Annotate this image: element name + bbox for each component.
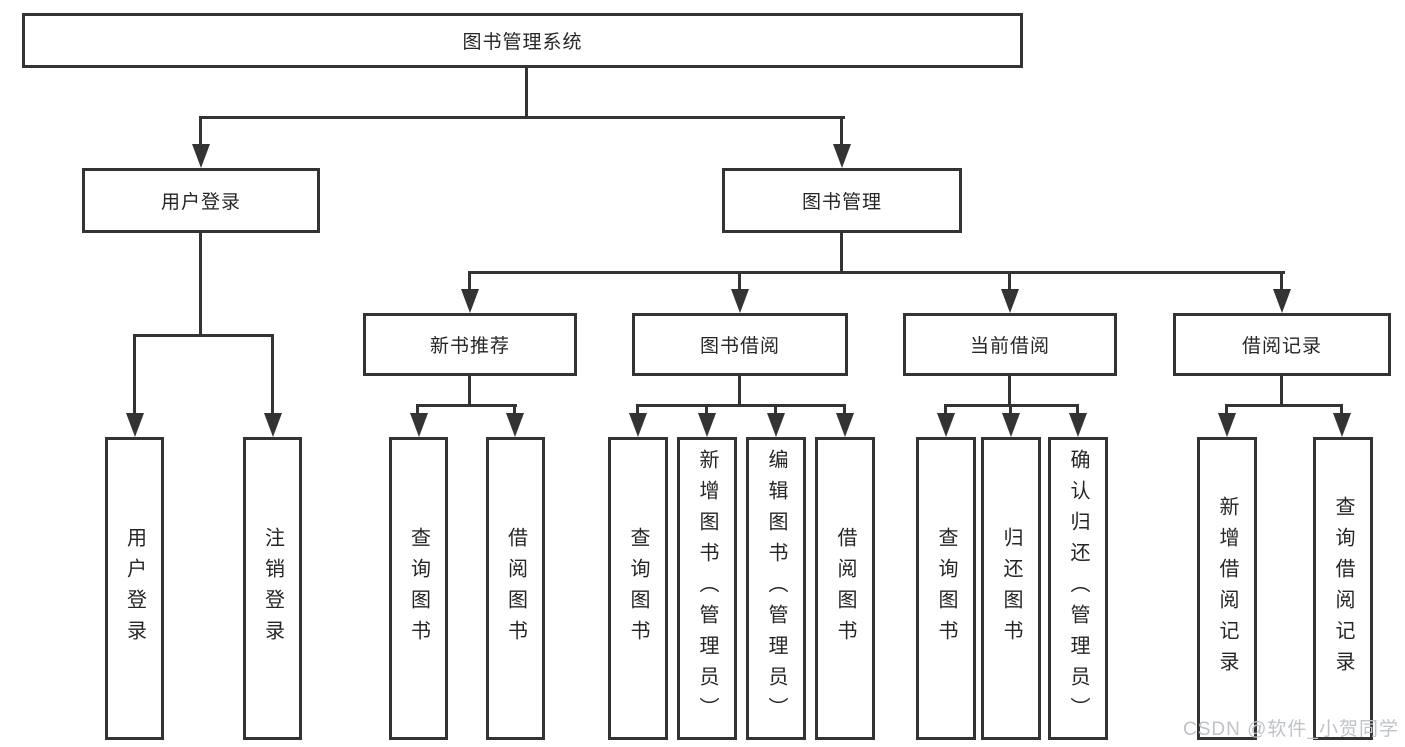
arrowhead-leaf bbox=[1069, 413, 1087, 437]
connector-l2-branch bbox=[468, 271, 1285, 274]
leaf-user-login-label: 用户登录 bbox=[123, 526, 146, 651]
node-new-book-recommend-label: 新书推荐 bbox=[429, 336, 510, 357]
connector-leaf-shaft bbox=[1225, 404, 1228, 418]
connector-leaf-shaft bbox=[416, 404, 419, 418]
leaf-return-book-label: 归还图书 bbox=[1000, 526, 1022, 651]
connector-leaf-shaft bbox=[1076, 404, 1079, 418]
node-root: 图书管理系统 bbox=[22, 13, 1023, 68]
arrowhead-new-book-recommend bbox=[461, 289, 479, 313]
arrowhead-borrow-records bbox=[1273, 289, 1291, 313]
connector-stub bbox=[468, 376, 471, 406]
leaf-borrow-books: 借阅图书 bbox=[815, 437, 875, 740]
connector-leaf-shaft bbox=[133, 334, 136, 418]
arrowhead-leaf bbox=[698, 413, 716, 437]
leaf-add-book-admin: 新增图书（管理员） bbox=[677, 437, 737, 740]
node-current-borrow: 当前借阅 bbox=[903, 313, 1117, 376]
leaf-edit-book-admin-label: 编辑图书（管理员） bbox=[765, 449, 787, 728]
arrowhead-leaf bbox=[767, 413, 785, 437]
leaf-borrow-books-label: 借阅图书 bbox=[834, 526, 856, 651]
leaf-query-books-recommend: 查询图书 bbox=[389, 437, 448, 740]
arrowhead-leaf bbox=[410, 413, 428, 437]
connector-user-login-split bbox=[133, 334, 274, 337]
node-book-borrow-label: 图书借阅 bbox=[699, 336, 780, 357]
connector-l2-shaft bbox=[1008, 271, 1011, 295]
leaf-add-book-admin-label: 新增图书（管理员） bbox=[696, 449, 718, 728]
connector-leaf-shaft bbox=[513, 404, 516, 418]
connector-l2-shaft bbox=[738, 271, 741, 295]
leaf-query-books-borrow: 查询图书 bbox=[608, 437, 668, 740]
leaf-logout-label: 注销登录 bbox=[261, 526, 284, 651]
arrowhead-current-borrow bbox=[1001, 289, 1019, 313]
arrowhead-leaf bbox=[506, 413, 524, 437]
connector-stub bbox=[1008, 376, 1011, 406]
connector-leaf-shaft bbox=[705, 404, 708, 418]
connector-l2-shaft bbox=[468, 271, 471, 295]
arrowhead-leaf bbox=[126, 413, 144, 437]
arrowhead-leaf bbox=[629, 413, 647, 437]
connector-leaf-shaft bbox=[636, 404, 639, 418]
node-book-management-label: 图书管理 bbox=[801, 192, 882, 213]
connector-book-management-stub bbox=[840, 233, 843, 274]
leaf-confirm-return-admin-label: 确认归还（管理员） bbox=[1067, 449, 1089, 728]
connector-user-login-stub bbox=[199, 233, 202, 336]
arrowhead-leaf bbox=[937, 413, 955, 437]
arrowhead-user-login bbox=[192, 144, 210, 168]
leaf-user-login: 用户登录 bbox=[105, 437, 164, 740]
arrowhead-leaf bbox=[1218, 413, 1236, 437]
leaf-query-books-borrow-label: 查询图书 bbox=[627, 526, 649, 651]
arrowhead-book-management bbox=[833, 144, 851, 168]
connector-l1-left-shaft bbox=[199, 116, 202, 150]
connector-split bbox=[1225, 404, 1343, 407]
connector-leaf-shaft bbox=[1340, 404, 1343, 418]
node-borrow-records-label: 借阅记录 bbox=[1241, 336, 1322, 357]
node-book-borrow: 图书借阅 bbox=[632, 313, 848, 376]
connector-leaf-shaft bbox=[1009, 404, 1012, 418]
leaf-add-borrow-record-label: 新增借阅记录 bbox=[1216, 495, 1238, 682]
leaf-query-borrow-record: 查询借阅记录 bbox=[1313, 437, 1373, 740]
leaf-edit-book-admin: 编辑图书（管理员） bbox=[746, 437, 806, 740]
leaf-add-borrow-record: 新增借阅记录 bbox=[1197, 437, 1257, 740]
leaf-confirm-return-admin: 确认归还（管理员） bbox=[1048, 437, 1108, 740]
arrowhead-leaf bbox=[1333, 413, 1351, 437]
leaf-query-books-current-label: 查询图书 bbox=[935, 526, 957, 651]
leaf-borrow-books-recommend-label: 借阅图书 bbox=[504, 526, 527, 651]
arrowhead-leaf bbox=[264, 413, 282, 437]
leaf-logout: 注销登录 bbox=[243, 437, 302, 740]
connector-l1-branch bbox=[199, 116, 845, 119]
connector-stub bbox=[1280, 376, 1283, 406]
connector-root-stub bbox=[525, 68, 528, 117]
node-borrow-records: 借阅记录 bbox=[1173, 313, 1391, 376]
node-book-management: 图书管理 bbox=[722, 168, 962, 233]
connector-l1-right-shaft bbox=[840, 116, 843, 150]
node-user-login-label: 用户登录 bbox=[160, 192, 241, 213]
connector-leaf-shaft bbox=[843, 404, 846, 418]
leaf-borrow-books-recommend: 借阅图书 bbox=[486, 437, 545, 740]
connector-l2-shaft bbox=[1280, 271, 1283, 295]
arrowhead-leaf bbox=[1002, 413, 1020, 437]
node-user-login: 用户登录 bbox=[82, 168, 320, 233]
connector-leaf-shaft bbox=[944, 404, 947, 418]
connector-split bbox=[416, 404, 517, 407]
node-root-label: 图书管理系统 bbox=[462, 32, 583, 53]
watermark: CSDN @软件_小贺同学 bbox=[1183, 719, 1399, 740]
arrowhead-leaf bbox=[836, 413, 854, 437]
connector-stub bbox=[738, 376, 741, 406]
node-new-book-recommend: 新书推荐 bbox=[363, 313, 577, 376]
arrowhead-book-borrow bbox=[731, 289, 749, 313]
leaf-query-books-current: 查询图书 bbox=[916, 437, 976, 740]
connector-leaf-shaft bbox=[774, 404, 777, 418]
leaf-query-books-recommend-label: 查询图书 bbox=[407, 526, 430, 651]
node-current-borrow-label: 当前借阅 bbox=[969, 336, 1050, 357]
leaf-return-book: 归还图书 bbox=[981, 437, 1041, 740]
leaf-query-borrow-record-label: 查询借阅记录 bbox=[1332, 495, 1354, 682]
connector-leaf-shaft bbox=[271, 334, 274, 418]
connector-split bbox=[636, 404, 846, 407]
